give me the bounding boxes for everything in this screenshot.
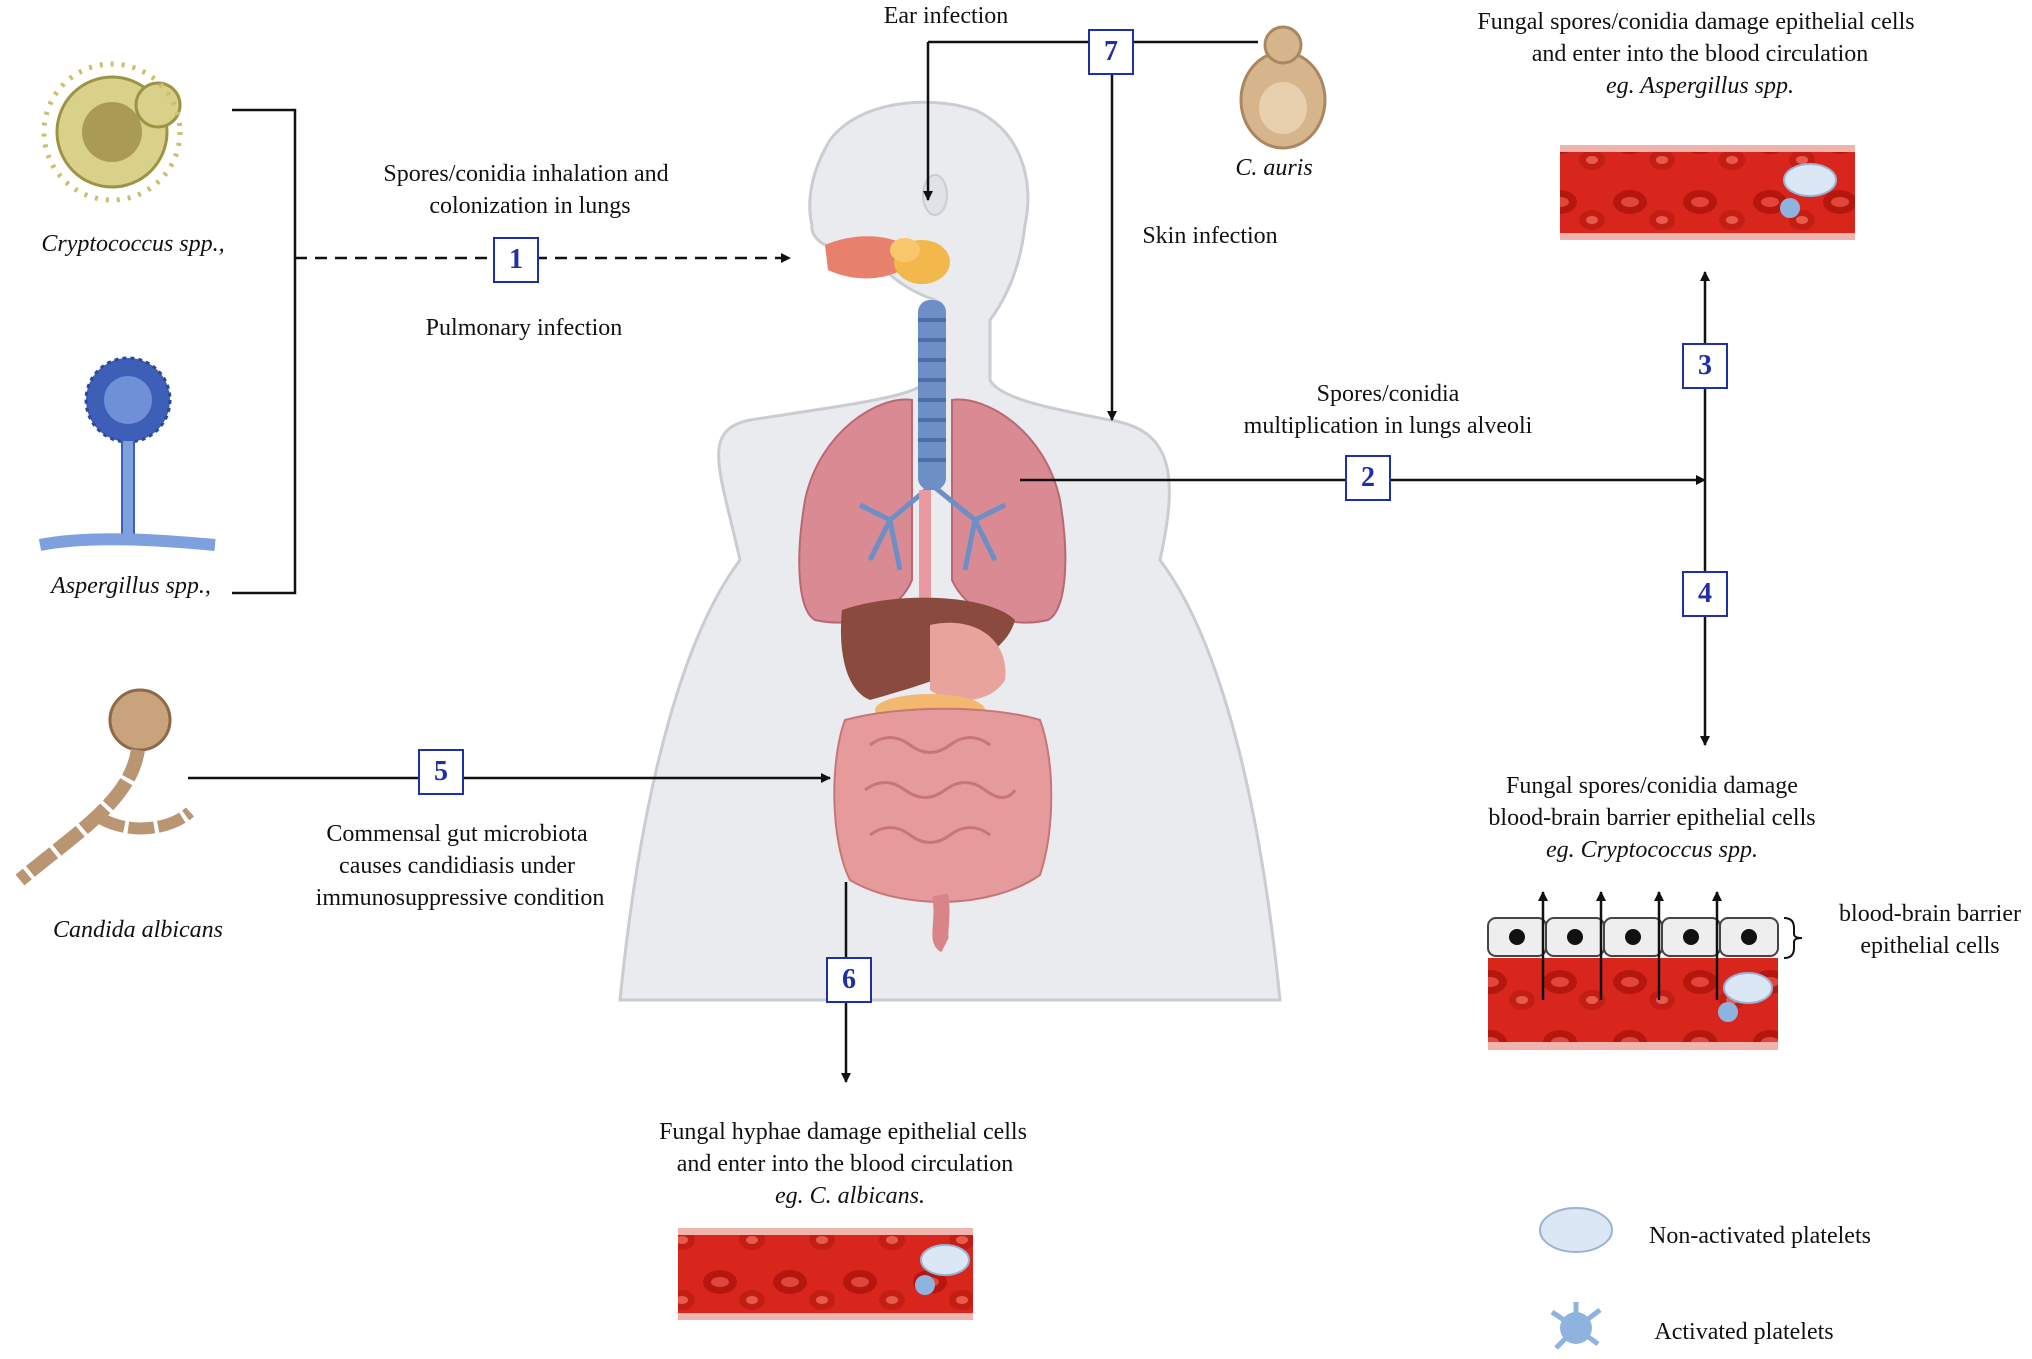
outcome-mid-right-line1: Fungal spores/conidia damage — [1506, 773, 1798, 799]
legend-non-activated-platelet-icon — [1539, 1207, 1613, 1253]
outcome-bottom-line1: Fungal hyphae damage epithelial cells — [659, 1119, 1027, 1145]
organism-bracket — [232, 108, 297, 595]
stomach — [930, 622, 1006, 701]
step2-text-line2: multiplication in lungs alveoli — [1243, 413, 1533, 439]
step-box-6: 6 — [826, 957, 872, 1003]
outcome-mid-right-line3: eg. Cryptococcus spp. — [1546, 837, 1758, 863]
legend-non-activated-platelets: Non-activated platelets — [1649, 1223, 1871, 1249]
blood-vessel-bbb — [1487, 891, 1803, 1050]
aspergillus-label: Aspergillus spp., — [51, 573, 211, 599]
step-box-4: 4 — [1682, 571, 1728, 617]
bronchi — [858, 483, 1007, 571]
cryptococcus-label: Cryptococcus spp., — [41, 231, 225, 257]
step-box-2: 2 — [1345, 455, 1391, 501]
c-auris-label: C. auris — [1235, 155, 1313, 181]
trachea-rings — [918, 318, 946, 462]
step-box-1: 1 — [493, 237, 539, 283]
blood-vessel-bottom — [678, 1228, 973, 1320]
step1-pulmonary-infection: Pulmonary infection — [425, 315, 623, 341]
step-box-3: 3 — [1682, 343, 1728, 389]
salivary-gland-2 — [890, 238, 920, 262]
bbb-label-line2: epithelial cells — [1860, 933, 2000, 959]
step5-text-line1: Commensal gut microbiota — [326, 821, 588, 847]
aspergillus-illustration — [38, 356, 216, 551]
outcome-top-right-line2: and enter into the blood circulation — [1531, 41, 1869, 67]
outcome-top-right-line3: eg. Aspergillus spp. — [1605, 73, 1795, 99]
step1-text-line2: colonization in lungs — [429, 193, 631, 219]
small-intestine — [833, 707, 1053, 903]
step-box-7: 7 — [1088, 29, 1134, 75]
ear-infection-label: Ear infection — [883, 3, 1009, 29]
step-box-5: 5 — [418, 749, 464, 795]
step5-text-line2: causes candidiasis under — [339, 853, 575, 879]
outcome-bottom-line2: and enter into the blood circulation — [676, 1151, 1014, 1177]
c-auris-illustration — [1239, 25, 1327, 150]
legend-activated-platelets: Activated platelets — [1654, 1319, 1834, 1345]
bbb-label-line1: blood-brain barrier — [1839, 901, 2021, 927]
legend-activated-platelet-icon — [1550, 1302, 1602, 1350]
outcome-top-right-line1: Fungal spores/conidia damage epithelial … — [1477, 9, 1915, 35]
cryptococcus-illustration — [41, 61, 183, 203]
skin-infection-label: Skin infection — [1142, 223, 1278, 249]
liver — [840, 597, 1015, 700]
bbb-brace — [1783, 917, 1803, 959]
rectum — [932, 893, 951, 953]
intestine-coils — [864, 736, 1017, 844]
trachea — [918, 300, 946, 490]
blood-vessel-top-right — [1560, 145, 1855, 240]
step5-text-line3: immunosuppressive condition — [315, 885, 605, 911]
human-body-illustration — [618, 100, 1282, 1002]
candida-albicans-illustration — [15, 688, 195, 886]
step1-text-line1: Spores/conidia inhalation and — [383, 161, 669, 187]
candida-albicans-label: Candida albicans — [52, 917, 224, 943]
outcome-mid-right-line2: blood-brain barrier epithelial cells — [1488, 805, 1816, 831]
ear — [922, 174, 948, 216]
step2-text-line1: Spores/conidia — [1316, 381, 1460, 407]
outcome-bottom-line3: eg. C. albicans. — [775, 1183, 925, 1209]
bbb-epithelial-cells — [1487, 917, 1779, 957]
body-silhouette — [618, 100, 1282, 1002]
